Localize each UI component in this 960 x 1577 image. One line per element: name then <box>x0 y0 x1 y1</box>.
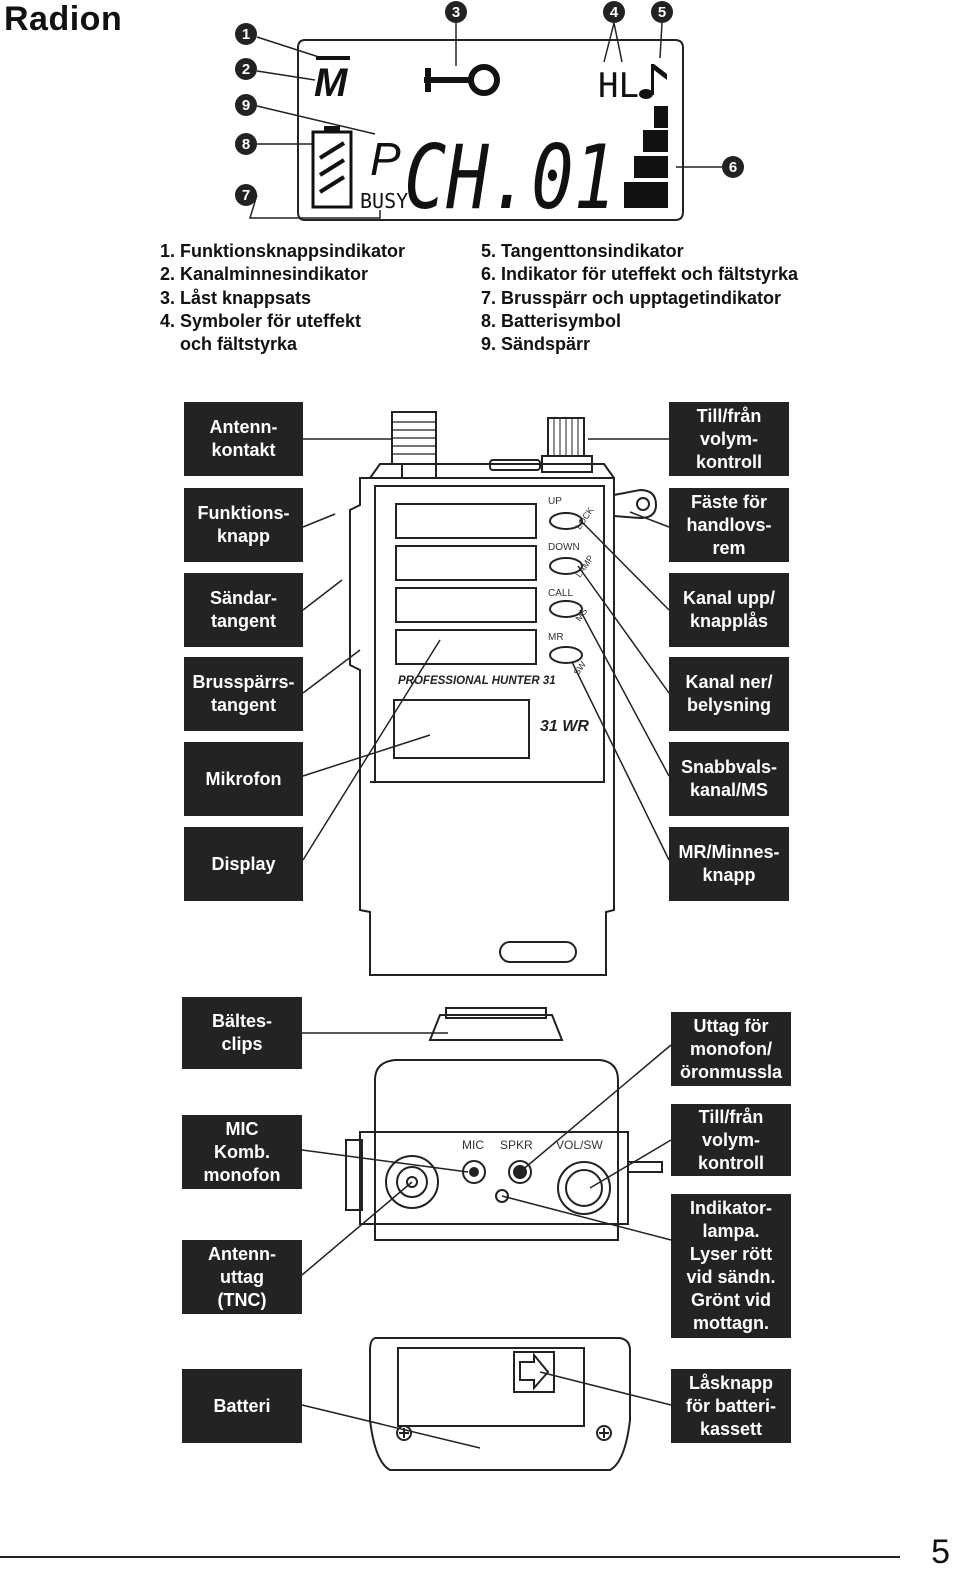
label-squelch-button: Brusspärrs- tangent <box>184 657 303 731</box>
label-quick-channel: Snabbvals- kanal/MS <box>669 742 789 816</box>
radio-top <box>345 1007 663 1241</box>
label-antenna-connector: Antenn- kontakt <box>184 402 303 476</box>
svg-text:7: 7 <box>242 187 250 204</box>
lcd-display <box>297 39 684 221</box>
label-ptt-button: Sändar- tangent <box>184 573 303 647</box>
label-function-button: Funktions- knapp <box>184 488 303 562</box>
callout-2: 2 <box>235 58 257 80</box>
callout-6: 6 <box>722 156 744 178</box>
key-up-label: UP <box>548 496 562 507</box>
label-channel-down: Kanal ner/ belysning <box>669 657 789 731</box>
svg-text:5: 5 <box>658 4 666 21</box>
svg-text:8: 8 <box>242 136 250 153</box>
transmit-lock-indicator: P <box>370 133 401 185</box>
battery-icon <box>311 126 353 209</box>
front-leader-lines <box>302 438 670 861</box>
label-mic-jack: MIC Komb. monofon <box>182 1115 302 1189</box>
legend-item: 7. Brusspärr och upptagetindikator <box>481 287 782 308</box>
radio-brand: PROFESSIONAL HUNTER 31 <box>398 675 556 687</box>
label-indicator-lamp: Indikator- lampa. Lyser rött vid sändn. … <box>671 1194 791 1338</box>
label-top-volume: Till/från volym- kontroll <box>671 1104 791 1176</box>
radio-top-text: MIC SPKR VOL/SW <box>462 1138 603 1152</box>
legend-item: 3. Låst knappsats <box>160 287 312 308</box>
panel-spkr-label: SPKR <box>500 1138 533 1152</box>
panel-mic-label: MIC <box>462 1138 484 1152</box>
lcd-leader-lines <box>248 22 722 219</box>
key-ms-label: MS <box>573 606 589 623</box>
channel-readout: CH.01 <box>404 126 616 229</box>
callout-9: 9 <box>235 94 257 116</box>
callout-5: 5 <box>651 1 673 23</box>
label-battery-lock: Låsknapp för batteri- kassett <box>671 1369 791 1443</box>
key-lamp-label: LAMP <box>573 553 595 579</box>
label-earphone-jack: Uttag för monofon/ öronmussla <box>671 1012 791 1086</box>
radio-model: 31 WR <box>540 718 589 735</box>
label-wrist-strap: Fäste för handlovs- rem <box>669 488 789 562</box>
svg-text:6: 6 <box>729 159 737 176</box>
svg-text:1: 1 <box>242 26 250 43</box>
key-tone-icon <box>639 64 667 99</box>
label-antenna-tnc: Antenn- uttag (TNC) <box>182 1240 302 1314</box>
legend-item: 9. Sändspärr <box>481 334 591 355</box>
bottom-leader-lines <box>301 1371 672 1449</box>
key-mr-label: MR <box>548 632 564 643</box>
label-channel-up: Kanal upp/ knapplås <box>669 573 789 647</box>
callout-1: 1 <box>235 23 257 45</box>
legend-item: 2. Kanalminnesindikator <box>160 264 369 285</box>
top-leader-lines <box>301 1032 672 1276</box>
svg-text:9: 9 <box>242 97 250 114</box>
label-display: Display <box>184 827 303 901</box>
legend-item: och fältstyrka <box>160 334 298 355</box>
page-title: Radion <box>4 0 123 38</box>
svg-text:4: 4 <box>610 4 619 21</box>
lcd-content: M HL P BUSY CH.01 <box>311 56 668 229</box>
callout-4: 4 <box>603 1 625 23</box>
panel-vol-label: VOL/SW <box>556 1138 603 1152</box>
key-sw-label: SW <box>571 659 588 677</box>
page-number: 5 <box>931 1533 950 1571</box>
label-battery: Batteri <box>182 1369 302 1443</box>
radio-front-text: UP DOWN CALL MR LOCK LAMP MS SW PROFESSI… <box>398 496 596 735</box>
legend-item: 6. Indikator för uteffekt och fältstyrka <box>481 264 799 285</box>
key-lock-label: LOCK <box>573 505 595 531</box>
callout-8: 8 <box>235 133 257 155</box>
legend-item: 4. Symboler för uteffekt <box>160 310 362 331</box>
label-volume-control: Till/från volym- kontroll <box>669 402 789 476</box>
legend-item: 1. Funktionsknappsindikator <box>160 241 406 261</box>
key-down-label: DOWN <box>548 542 580 553</box>
radio-bottom <box>369 1337 631 1471</box>
key-lock-icon <box>424 64 500 96</box>
memory-indicator: M <box>314 61 349 105</box>
svg-text:2: 2 <box>242 61 250 78</box>
legend-right: 5. Tangenttonsindikator 6. Indikator för… <box>481 240 798 356</box>
busy-indicator: BUSY <box>360 189 408 213</box>
legend-item: 8. Batterisymbol <box>481 310 622 331</box>
signal-strength-icon <box>624 106 668 208</box>
power-indicator: HL <box>598 66 639 106</box>
footer-rule <box>0 1556 900 1558</box>
svg-text:3: 3 <box>452 4 460 21</box>
key-call-label: CALL <box>548 588 573 599</box>
lcd-callouts: 1 2 3 4 5 6 7 8 9 <box>235 1 744 206</box>
callout-7: 7 <box>235 184 257 206</box>
radio-front <box>349 411 658 976</box>
legend-left: 1. Funktionsknappsindikator 2. Kanalminn… <box>160 240 405 356</box>
label-microphone: Mikrofon <box>184 742 303 816</box>
callout-3: 3 <box>445 1 467 23</box>
label-belt-clip: Bältes- clips <box>182 997 302 1069</box>
label-memory-button: MR/Minnes- knapp <box>669 827 789 901</box>
legend-item: 5. Tangenttonsindikator <box>481 241 684 261</box>
